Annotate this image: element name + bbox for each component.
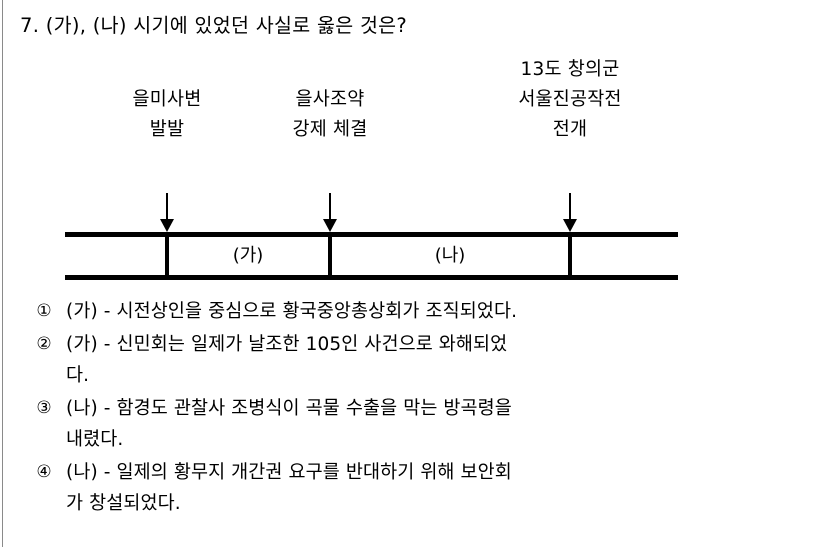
choice-3-line1: (나) - 함경도 관찰사 조병식이 곡물 수출을 막는 방곡령을 <box>66 398 512 419</box>
choice-2-line2: 다. <box>66 365 90 386</box>
arrow-head-icon <box>160 219 174 232</box>
arrow-stem <box>569 193 571 219</box>
answer-choice-4[interactable]: ④ (나) - 일제의 황무지 개간권 요구를 반대하기 위해 보안회 가 창설… <box>0 457 826 519</box>
choice-marker-3: ③ <box>36 398 52 418</box>
timeline-bar-bottom-rule <box>65 275 678 280</box>
timeline-event-2-line1: 을사조약 <box>295 89 365 110</box>
choice-1-line1: (가) - 시전상인을 중심으로 황국중앙총상회가 조직되었다. <box>66 301 518 322</box>
timeline-event-1-line1: 을미사변 <box>132 89 202 110</box>
timeline-arrow-3 <box>562 193 578 232</box>
timeline-event-1-line2: 발발 <box>149 119 185 140</box>
choice-3-line2: 내렸다. <box>66 429 124 450</box>
choice-marker-4: ④ <box>36 462 52 482</box>
choice-2-line1: (가) - 신민회는 일제가 날조한 105인 사건으로 와해되었 <box>66 334 508 355</box>
timeline-event-3-line3: 전개 <box>552 119 588 140</box>
timeline-event-label-2: 을사조약 강제 체결 <box>293 85 368 145</box>
timeline-arrow-2 <box>322 193 338 232</box>
question-stem: 7. (가), (나) 시기에 있었던 사실로 옳은 것은? <box>20 14 408 37</box>
timeline-bar: (가) (나) <box>65 232 678 280</box>
timeline-bar-top-rule <box>65 232 678 237</box>
timeline-divider-2 <box>328 236 332 276</box>
timeline-event-label-3: 13도 창의군 서울진공작전 전개 <box>518 55 621 145</box>
timeline-diagram: 을미사변 발발 을사조약 강제 체결 13도 창의군 서울진공작전 전개 (가)… <box>0 59 826 285</box>
choice-marker-2: ② <box>36 334 52 354</box>
timeline-event-label-1: 을미사변 발발 <box>133 85 202 145</box>
answer-choice-2[interactable]: ② (가) - 신민회는 일제가 날조한 105인 사건으로 와해되었 다. <box>0 329 826 391</box>
choice-4-line1: (나) - 일제의 황무지 개간권 요구를 반대하기 위해 보안회 <box>66 462 512 483</box>
timeline-event-3-line2: 서울진공작전 <box>518 89 622 110</box>
page-left-edge-rule <box>2 0 3 547</box>
timeline-segment-label-na: (나) <box>434 245 466 266</box>
timeline-divider-3 <box>568 236 572 276</box>
answer-choices-list: ① (가) - 시전상인을 중심으로 황국중앙총상회가 조직되었다. ② (가)… <box>0 296 826 521</box>
timeline-event-2-line2: 강제 체결 <box>292 119 368 140</box>
timeline-segment-label-ga: (가) <box>232 245 264 266</box>
arrow-stem <box>166 193 168 219</box>
arrow-head-icon <box>563 219 577 232</box>
answer-choice-3[interactable]: ③ (나) - 함경도 관찰사 조병식이 곡물 수출을 막는 방곡령을 내렸다. <box>0 393 826 455</box>
choice-4-line2: 가 창설되었다. <box>66 493 181 514</box>
timeline-arrow-1 <box>159 193 175 232</box>
arrow-stem <box>329 193 331 219</box>
timeline-divider-1 <box>165 236 169 276</box>
timeline-event-3-line1: 13도 창의군 <box>520 59 620 80</box>
choice-marker-1: ① <box>36 301 52 321</box>
answer-choice-1[interactable]: ① (가) - 시전상인을 중심으로 황국중앙총상회가 조직되었다. <box>0 296 826 327</box>
arrow-head-icon <box>323 219 337 232</box>
